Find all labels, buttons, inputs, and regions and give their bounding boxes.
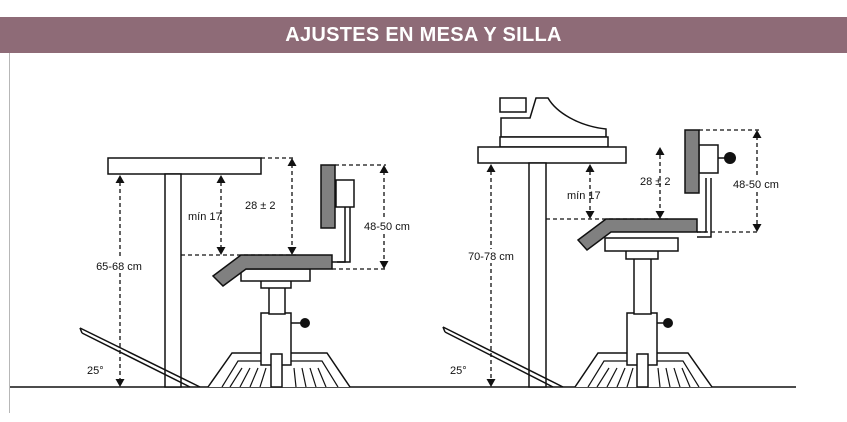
left-knee-clearance-label: mín 17 <box>188 211 222 223</box>
left-footrest <box>79 327 201 388</box>
left-table-height-label: 65-68 cm <box>96 261 142 273</box>
left-backrest-height-label: 48-50 cm <box>364 221 410 233</box>
right-dimension-guides <box>546 129 760 233</box>
right-knee-clearance-label: mín 17 <box>567 190 601 202</box>
right-desk-to-seat-label: 28 ± 2 <box>640 176 671 188</box>
right-setup: 70-78 cm mín 17 28 ± 2 48-50 cm 25° <box>442 97 787 388</box>
right-footrest <box>442 326 564 388</box>
right-dimension-arrows <box>486 130 762 387</box>
left-desk <box>107 157 262 388</box>
right-desk <box>477 146 627 388</box>
right-desk-leg <box>528 162 547 388</box>
left-desk-to-seat-label: 28 ± 2 <box>245 200 276 212</box>
frame-left-border <box>9 53 10 413</box>
right-backrest-height-label: 48-50 cm <box>733 179 779 191</box>
right-backrest-knob <box>724 152 736 164</box>
left-dimension-lines <box>119 164 385 380</box>
right-desk-top <box>477 146 627 164</box>
header-bar: AJUSTES EN MESA Y SILLA <box>0 17 847 53</box>
left-desk-leg <box>164 173 182 388</box>
left-dimension-guides <box>181 157 386 270</box>
left-desk-top <box>107 157 262 175</box>
monitor-on-desk <box>499 97 609 148</box>
left-height-lever-knob <box>300 318 310 328</box>
left-chair-backrest <box>320 164 355 263</box>
right-chair-backrest <box>684 129 736 238</box>
left-chair-base <box>207 268 351 388</box>
left-dimension-arrows <box>115 158 389 387</box>
left-setup: 65-68 cm mín 17 28 ± 2 48-50 cm 25° <box>79 157 418 388</box>
right-chair-base <box>574 237 713 388</box>
right-footrest-angle-label: 25° <box>450 365 467 377</box>
header-title: AJUSTES EN MESA Y SILLA <box>285 23 562 46</box>
right-table-height-label: 70-78 cm <box>468 251 514 263</box>
left-footrest-angle-label: 25° <box>87 365 104 377</box>
right-height-lever-knob <box>663 318 673 328</box>
